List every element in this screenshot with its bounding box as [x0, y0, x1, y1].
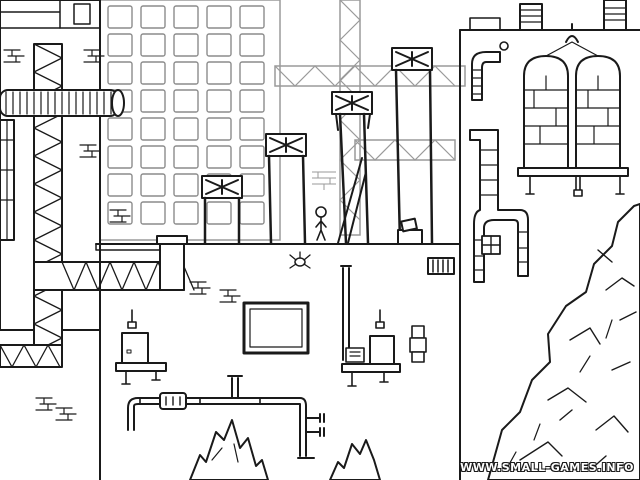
brick-clusters — [3, 49, 241, 421]
corrugated-pipe — [0, 89, 125, 117]
background-building — [99, 0, 281, 241]
rooftop-water-tanks — [517, 23, 629, 197]
player-stick-figure[interactable] — [315, 206, 327, 241]
watermark-text: WWW.SMALL-GAMES.INFO — [460, 461, 634, 474]
lattice-scaffold-towers — [201, 47, 434, 245]
spider-bug-icon — [289, 251, 311, 269]
vent-grate-icon — [427, 257, 455, 275]
crate-box-icon — [397, 217, 423, 245]
door-unit-left[interactable] — [115, 309, 167, 385]
framed-window — [242, 301, 310, 355]
grid-window — [481, 235, 501, 255]
stacked-boxes — [409, 325, 427, 363]
rooftop-platform — [95, 47, 461, 251]
door-unit-right[interactable] — [341, 309, 401, 387]
interior-building — [99, 29, 461, 480]
right-building — [459, 0, 640, 283]
rocky-cliff — [487, 203, 640, 480]
lower-pipe-system — [127, 375, 325, 459]
